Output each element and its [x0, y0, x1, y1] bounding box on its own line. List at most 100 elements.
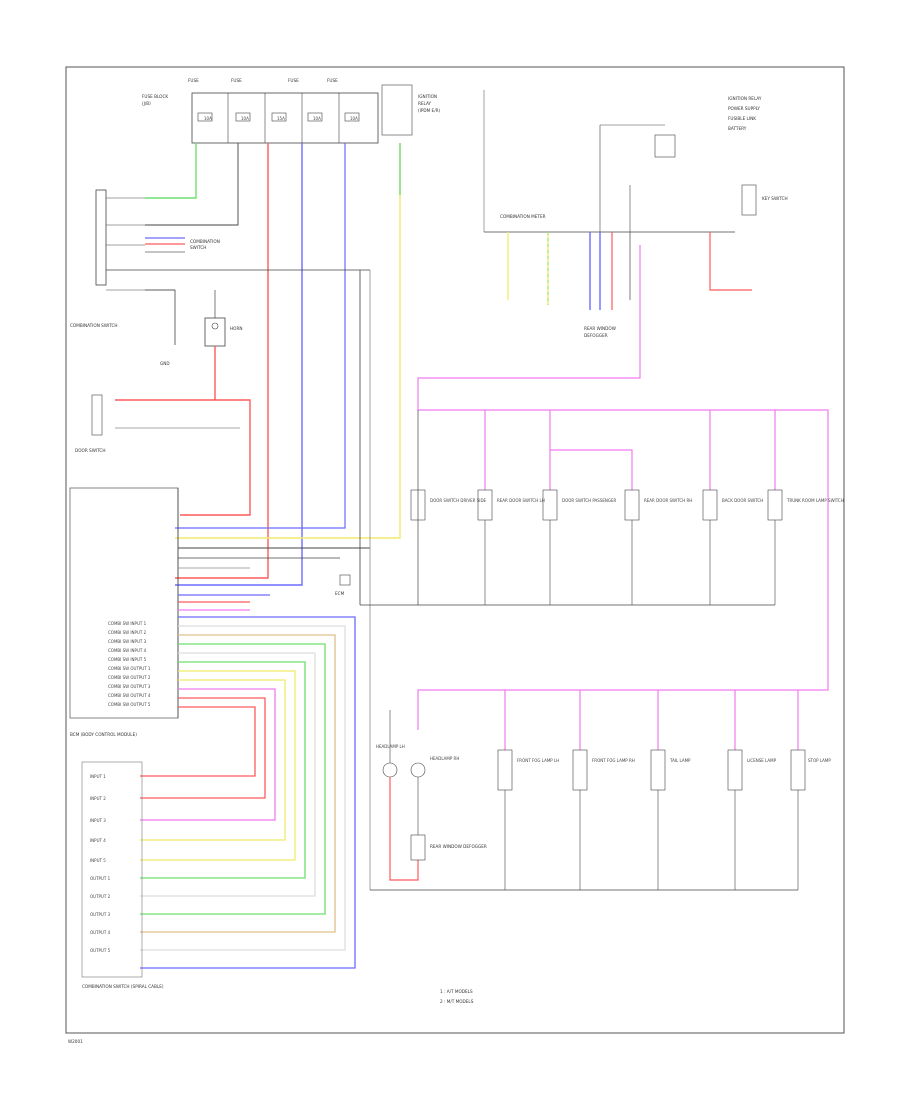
wire-bundle-4 [140, 643, 326, 915]
wire-green-top [145, 143, 197, 199]
legend-item-1: 1 : A/T MODELS [440, 989, 473, 994]
footer-code: W2001 [68, 1039, 83, 1044]
lower-device-labels: HEADLAMP LH HEADLAMP RH FRONT FOG LAMP L… [376, 744, 831, 763]
svg-text:GND: GND [160, 361, 170, 366]
rear-window-defogger-label: REAR WINDOW DEFOGGER [430, 844, 487, 849]
svg-text:FUSE: FUSE [188, 78, 199, 83]
ipdm-box: IGNITION RELAY (IPDM E/R) [381, 84, 441, 136]
wire-bundle-5 [140, 652, 316, 897]
diagram-frame [65, 66, 845, 1034]
wire-yellow-top [175, 143, 401, 539]
switch-row-2: INPUT 2 [90, 796, 106, 801]
lower-device-row [370, 690, 806, 891]
fuse-label-5: 10A [350, 116, 358, 121]
legend: 1 : A/T MODELS 2 : M/T MODELS [440, 989, 474, 1004]
upper-device-3: DOOR SWITCH PASSENGER [562, 498, 617, 503]
fuse-label-2: 10A [241, 116, 249, 121]
bcm-label: BCM (BODY CONTROL MODULE) [70, 732, 137, 737]
horn-label: HORN [230, 326, 243, 331]
lower-device-2: HEADLAMP RH [430, 756, 459, 761]
wire-bundle-8 [140, 679, 286, 841]
svg-text:FUSE: FUSE [231, 78, 242, 83]
wire-bundle-7 [140, 670, 296, 861]
key-switch-label: KEY SWITCH [762, 196, 788, 201]
bcm-pin-8: COMBI SW OUTPUT 3 [108, 684, 151, 689]
upper-device-4: REAR DOOR SWITCH RH [644, 498, 692, 503]
right-label-1: IGNITION RELAY [728, 96, 762, 101]
switch-row-6: OUTPUT 1 [90, 876, 111, 881]
right-top-label-list: IGNITION RELAY POWER SUPPLY FUSIBLE LINK… [728, 96, 762, 131]
wire-bundle-3 [140, 634, 336, 933]
switch-row-1: INPUT 1 [90, 774, 106, 779]
wire-bundle-2 [140, 625, 346, 951]
right-label-4: BATTERY [728, 126, 747, 131]
upper-device-row [360, 410, 783, 606]
svg-text:REAR WINDOW: REAR WINDOW [584, 326, 616, 331]
wire-red-top [175, 143, 269, 579]
switch-row-4: INPUT 4 [90, 838, 106, 843]
bcm-pin-3: COMBI SW INPUT 3 [108, 639, 147, 644]
svg-text:(IPDM E/R): (IPDM E/R) [418, 108, 441, 113]
svg-text:FUSE: FUSE [288, 78, 299, 83]
svg-text:SWITCH: SWITCH [190, 245, 206, 250]
upper-device-2: REAR DOOR SWITCH LH [497, 498, 545, 503]
lower-device-1: HEADLAMP LH [376, 744, 405, 749]
switch-row-8: OUTPUT 3 [90, 912, 111, 917]
upper-device-1: DOOR SWITCH DRIVER SIDE [430, 498, 487, 503]
wire-bundle-1 [140, 616, 356, 969]
switch-row-9: OUTPUT 4 [90, 930, 111, 935]
lower-device-3: FRONT FOG LAMP LH [517, 758, 559, 763]
fuse-label-3: 15A [277, 116, 285, 121]
bcm-pin-6: COMBI SW OUTPUT 1 [108, 666, 151, 671]
legend-item-2: 2 : M/T MODELS [440, 999, 474, 1004]
fuse-label-4: 10A [313, 116, 321, 121]
lower-device-6: LICENSE LAMP [747, 758, 777, 763]
right-label-2: POWER SUPPLY [728, 106, 760, 111]
bcm-pin-2: COMBI SW INPUT 2 [108, 630, 147, 635]
wire-red-horn [115, 399, 251, 516]
combination-switch-bottom [81, 761, 143, 978]
door-switch-label: DOOR SWITCH [75, 448, 105, 453]
svg-text:DEFOGGER: DEFOGGER [584, 333, 608, 338]
svg-text:FUSE: FUSE [327, 78, 338, 83]
upper-device-6: TRUNK ROOM LAMP SWITCH [786, 498, 844, 503]
svg-text:RELAY: RELAY [418, 101, 432, 106]
svg-text:FUSE BLOCK: FUSE BLOCK [142, 94, 168, 99]
bcm-pin-5: COMBI SW INPUT 5 [108, 657, 147, 662]
upper-device-labels: DOOR SWITCH DRIVER SIDE REAR DOOR SWITCH… [430, 498, 844, 503]
bcm-pin-7: COMBI SW OUTPUT 2 [108, 675, 151, 680]
svg-text:IGNITION: IGNITION [418, 94, 437, 99]
bcm-pin-list: COMBI SW INPUT 1 COMBI SW INPUT 2 COMBI … [108, 621, 151, 707]
lower-device-7: STOP LAMP [808, 758, 831, 763]
wire-bundle-9 [140, 688, 276, 821]
switch-row-7: OUTPUT 2 [90, 894, 111, 899]
svg-text:COMBINATION: COMBINATION [190, 239, 220, 244]
combination-switch-top [95, 189, 370, 291]
bcm-pin-10: COMBI SW OUTPUT 5 [108, 702, 151, 707]
bcm-pin-1: COMBI SW INPUT 1 [108, 621, 147, 626]
ecm-label: ECM [335, 591, 345, 596]
lower-device-4: FRONT FOG LAMP RH [592, 758, 635, 763]
horn-relay [204, 290, 226, 400]
wire-blue-top-2 [175, 143, 346, 529]
wire-pink-bus [417, 245, 829, 730]
combination-meter: COMBINATION METER [483, 90, 735, 233]
switch-row-list: INPUT 1 INPUT 2 INPUT 3 INPUT 4 INPUT 5 … [90, 774, 111, 953]
wire-bundle-10 [140, 697, 266, 799]
bcm-pin-4: COMBI SW INPUT 4 [108, 648, 147, 653]
wire-bundle-11 [140, 706, 256, 777]
switch-row-3: INPUT 3 [90, 818, 106, 823]
fuse-label-1: 10A [204, 116, 212, 121]
upper-device-5: BACK DOOR SWITCH [722, 498, 763, 503]
wire-black-top [145, 143, 239, 226]
svg-text:(J/B): (J/B) [142, 101, 151, 106]
switch-row-10: OUTPUT 5 [90, 948, 111, 953]
wire-bundle-6 [140, 661, 306, 879]
combination-meter-label: COMBINATION METER [500, 214, 546, 219]
fuse-block: FUSE FUSE FUSE FUSE FUSE BLOCK (J/B) [142, 78, 379, 144]
combination-switch-bcm-label: COMBINATION SWITCH (SPIRAL CABLE) [82, 984, 164, 989]
switch-row-5: INPUT 5 [90, 858, 106, 863]
wire-blue-top [175, 143, 303, 586]
right-label-3: FUSIBLE LINK [728, 116, 756, 121]
